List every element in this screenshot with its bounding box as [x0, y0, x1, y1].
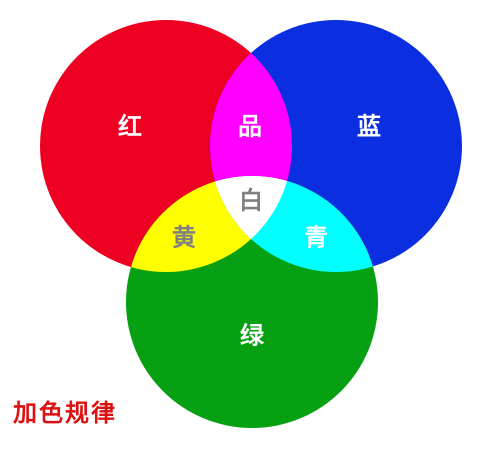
- yellow-overlap: [126, 176, 292, 272]
- white-label: 白: [239, 186, 263, 215]
- magenta-label: 品: [238, 112, 262, 141]
- caption-additive-rule: 加色规律: [13, 398, 117, 427]
- cyan-overlap: [210, 176, 378, 272]
- blue-label: 蓝: [357, 112, 381, 141]
- cyan-label: 青: [304, 223, 328, 252]
- yellow-label: 黄: [172, 223, 196, 252]
- red-label: 红: [118, 112, 142, 141]
- green-label: 绿: [240, 321, 265, 350]
